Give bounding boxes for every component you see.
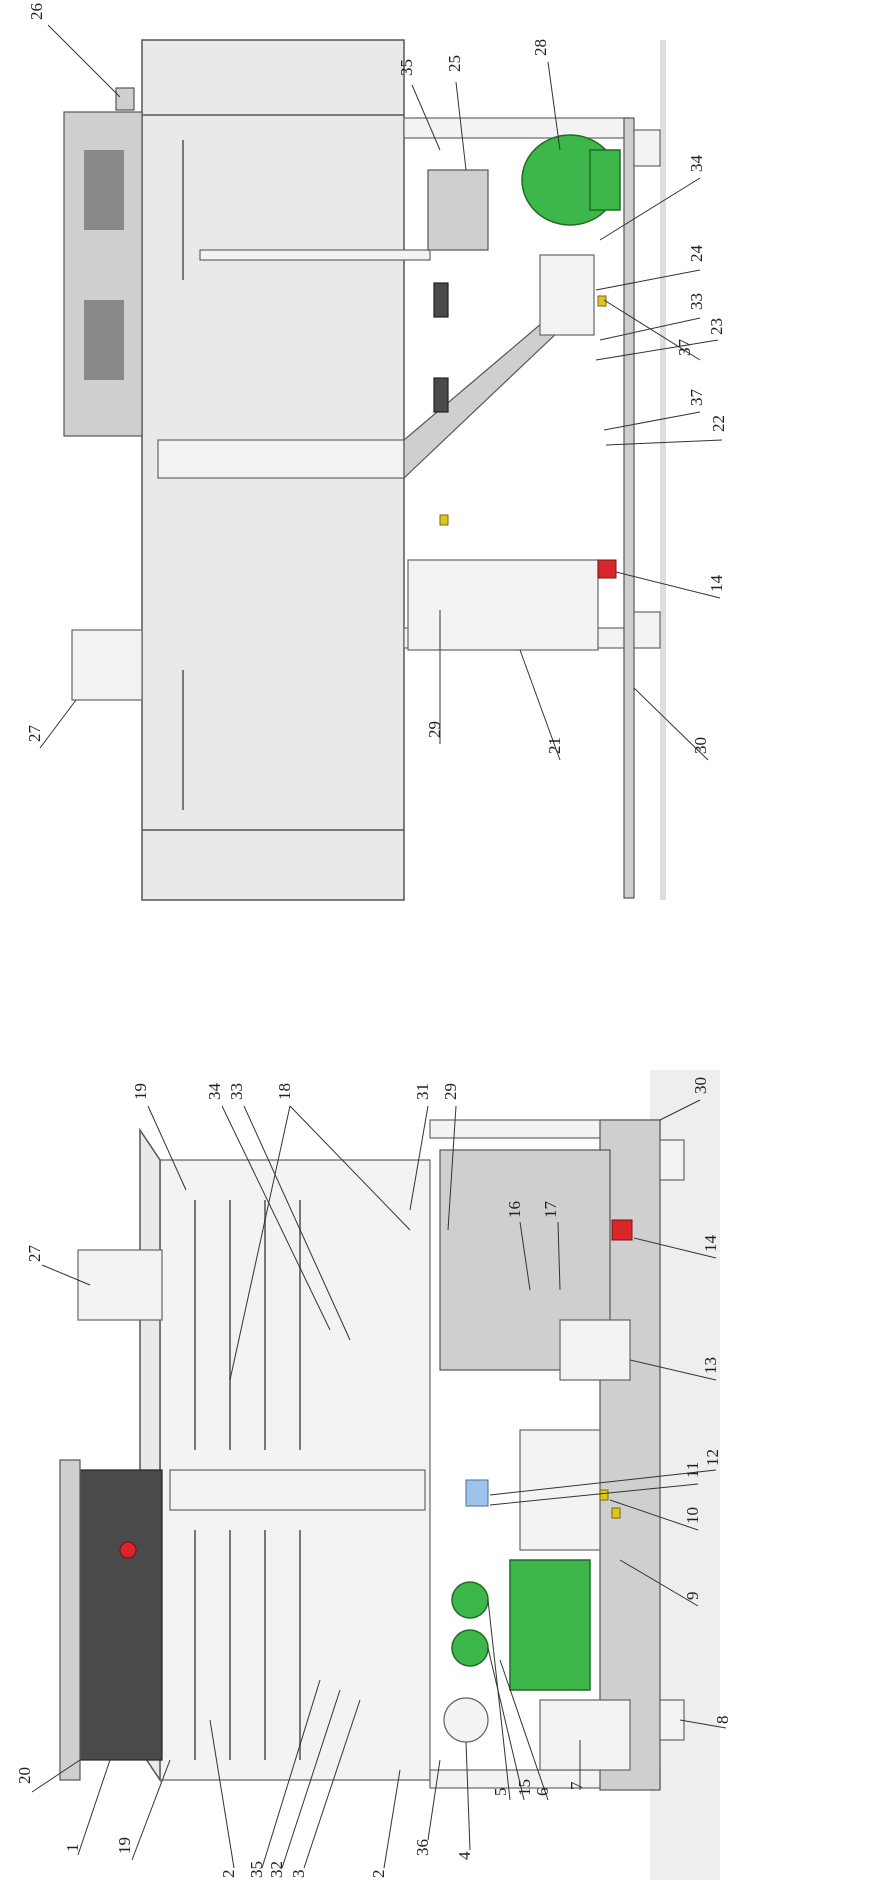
exhaust-pipe (71, 629, 143, 701)
control-box-vent (84, 150, 124, 230)
base-plate (623, 117, 635, 899)
callout-13: 13 (701, 1357, 720, 1374)
callout-35-bottom: 35 (247, 1861, 266, 1878)
callout-22: 22 (709, 415, 728, 432)
side-elevation-view (63, 39, 666, 901)
callout-24: 24 (687, 245, 706, 263)
callout-14-top: 14 (707, 575, 726, 593)
iso-green-pump (451, 1629, 489, 1667)
callout-34: 34 (205, 1083, 224, 1101)
callout-29-bottom: 29 (441, 1083, 460, 1100)
cable-gland (115, 87, 135, 111)
foot (633, 129, 661, 167)
filter-cylinder (539, 254, 595, 336)
callout-29-top: 29 (425, 721, 444, 738)
callout-33: 33 (687, 293, 706, 310)
iso-exhaust-pipe (77, 1249, 163, 1321)
callout-19-top: 19 (131, 1083, 150, 1100)
callout-27-bottom: 27 (25, 1245, 44, 1263)
iso-blue-sensor (465, 1479, 489, 1507)
callout-25: 25 (445, 55, 464, 72)
control-box-vent (84, 300, 124, 380)
callout-2-lower: 2 (369, 1870, 388, 1879)
iso-yellow-fitting (599, 1489, 609, 1501)
callout-30-bottom: 30 (691, 1077, 710, 1094)
iso-foot (659, 1139, 685, 1181)
callout-20: 20 (15, 1767, 34, 1784)
callout-37-top: 37 (675, 339, 694, 357)
callout-12: 12 (703, 1449, 722, 1466)
iso-column (169, 1469, 426, 1511)
callout-23: 23 (707, 318, 726, 335)
callout-2-upper: 2 (219, 1870, 238, 1879)
yellow-fitting (439, 514, 449, 526)
foot (633, 611, 661, 649)
iso-rack (194, 1200, 301, 1760)
iso-box (559, 1319, 631, 1381)
iso-box (539, 1699, 631, 1771)
black-pad (433, 282, 449, 318)
isometric-view (59, 1070, 720, 1880)
riser-pipe (199, 249, 431, 261)
callout-18: 18 (275, 1083, 294, 1100)
iso-foot (659, 1699, 685, 1741)
callout-1: 1 (63, 1844, 82, 1853)
callout-15: 15 (515, 1779, 534, 1796)
callout-16: 16 (505, 1201, 524, 1218)
green-tank-body (589, 149, 621, 211)
iso-green-tank (509, 1559, 591, 1691)
callout-11: 11 (683, 1462, 702, 1478)
callout-17: 17 (541, 1201, 560, 1219)
iso-yellow-fitting (611, 1507, 621, 1519)
black-pad (433, 377, 449, 413)
side-elevation-labels: 26 35 25 28 34 24 33 37 23 37 22 14 30 2… (25, 3, 728, 761)
callout-7: 7 (567, 1781, 586, 1790)
callout-27-top: 27 (25, 725, 44, 743)
iso-control-box (59, 1459, 81, 1781)
iso-emergency-button (119, 1541, 137, 1559)
callout-30-top: 30 (691, 737, 710, 754)
floor-shadow (650, 1070, 720, 1880)
callout-28: 28 (531, 39, 550, 56)
isometric-labels: 27 20 1 19 19 34 33 18 31 29 16 17 30 14… (15, 1077, 732, 1878)
water-tank (407, 559, 599, 651)
callout-3: 3 (289, 1870, 308, 1879)
callout-31: 31 (413, 1083, 432, 1100)
callout-37-bottom: 37 (687, 389, 706, 407)
callout-34: 34 (687, 155, 706, 173)
callout-5: 5 (491, 1788, 510, 1797)
pump-unit (427, 169, 489, 251)
callout-8: 8 (713, 1716, 732, 1725)
callout-35: 35 (397, 59, 416, 76)
callout-19-bottom: 19 (115, 1837, 134, 1854)
callout-4: 4 (455, 1851, 474, 1860)
callout-32: 32 (267, 1861, 286, 1878)
iso-green-pump (451, 1581, 489, 1619)
callout-6: 6 (533, 1788, 552, 1797)
iso-round-pipe (443, 1697, 489, 1743)
center-column (157, 439, 405, 479)
iso-control-panel (69, 1469, 163, 1761)
floor-line (660, 40, 666, 900)
callout-33: 33 (227, 1083, 246, 1100)
callout-21: 21 (545, 737, 564, 754)
callout-26: 26 (27, 3, 46, 20)
callout-10: 10 (683, 1507, 702, 1524)
callout-9: 9 (683, 1592, 702, 1601)
base-frame (403, 117, 629, 139)
callout-14-bottom: 14 (701, 1235, 720, 1253)
callout-36: 36 (413, 1839, 432, 1856)
red-valve (597, 559, 617, 579)
iso-red-valve (611, 1219, 633, 1241)
drain-chute (403, 317, 561, 480)
